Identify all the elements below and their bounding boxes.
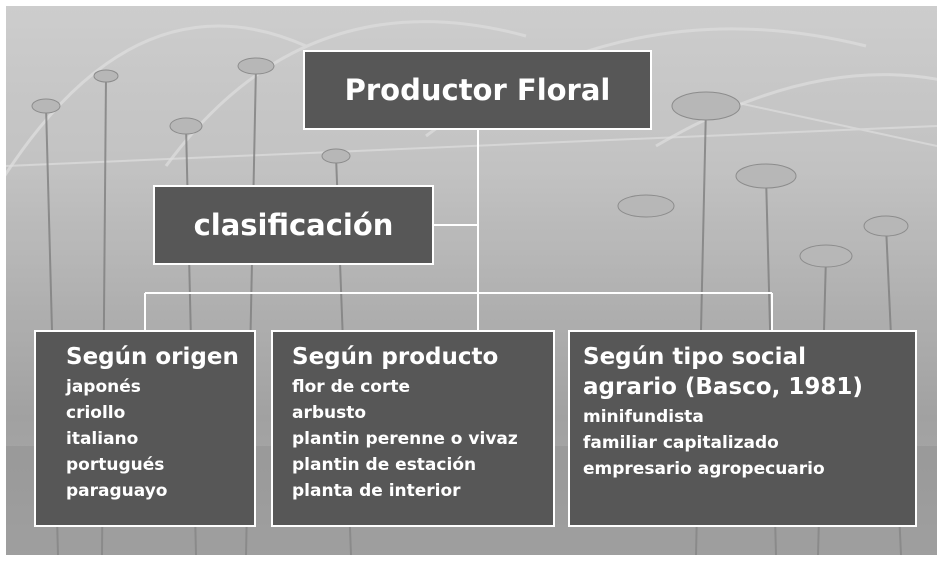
category-box-tipo-social: Según tipo social agrario (Basco, 1981) … xyxy=(568,330,917,527)
category-item: flor de corte xyxy=(292,377,410,397)
category-title-tipo-social: Según tipo social agrario (Basco, 1981) xyxy=(583,344,863,400)
category-item: criollo xyxy=(66,403,126,423)
category-box-producto: Según producto flor de corte arbusto pla… xyxy=(271,330,555,527)
category-title-origen: Según origen xyxy=(66,344,239,370)
category-item: familiar capitalizado xyxy=(583,433,779,453)
category-item: paraguayo xyxy=(66,481,168,501)
root-node-label: Productor Floral xyxy=(344,73,611,107)
category-item: italiano xyxy=(66,429,139,449)
category-item: minifundista xyxy=(583,407,704,427)
category-list-tipo-social: minifundista familiar capitalizado empre… xyxy=(583,404,905,482)
classification-node-box: clasificación xyxy=(153,185,434,265)
category-item: japonés xyxy=(66,377,141,397)
classification-node-label: clasificación xyxy=(193,208,394,242)
category-item: planta de interior xyxy=(292,481,461,501)
category-item: empresario agropecuario xyxy=(583,459,825,479)
category-item: plantin perenne o vivaz xyxy=(292,429,518,449)
category-title-producto: Según producto xyxy=(292,344,499,370)
category-item: arbusto xyxy=(292,403,367,423)
category-list-origen: japonés criollo italiano portugués parag… xyxy=(66,374,244,504)
category-item: plantin de estación xyxy=(292,455,477,475)
category-item: portugués xyxy=(66,455,165,475)
category-list-producto: flor de corte arbusto plantin perenne o … xyxy=(292,374,547,504)
category-box-origen: Según origen japonés criollo italiano po… xyxy=(34,330,256,527)
root-node-box: Productor Floral xyxy=(303,50,652,130)
